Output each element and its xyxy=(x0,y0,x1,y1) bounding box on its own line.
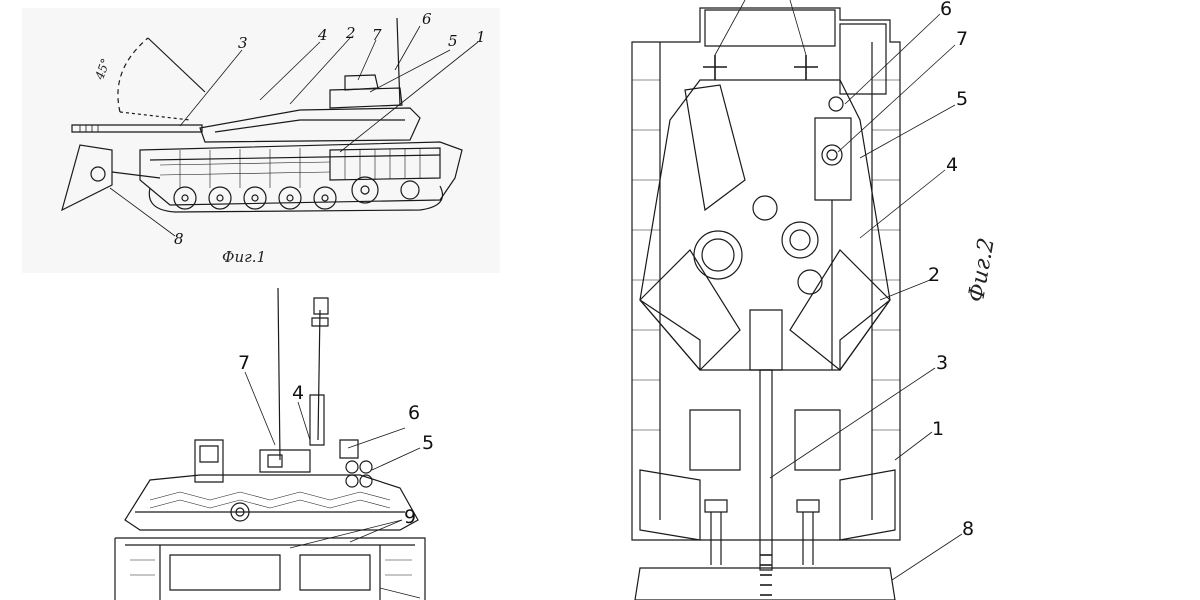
fig3-front-view xyxy=(115,288,425,600)
fig3-callout-7: 7 xyxy=(238,352,251,374)
fig2-callout-3: 3 xyxy=(936,352,949,374)
fig2-callout-5: 5 xyxy=(956,88,969,110)
fig3-callout-9: 9 xyxy=(404,506,417,528)
fig1-callout-8: 8 xyxy=(174,230,184,248)
fig2-top-view xyxy=(632,0,962,600)
fig1-callout-5: 5 xyxy=(448,32,458,50)
fig2-callout-1: 1 xyxy=(932,418,945,440)
fig2-callout-8: 8 xyxy=(962,518,975,540)
fig2-callout-6: 6 xyxy=(940,0,953,20)
fig1-side-view xyxy=(22,8,500,273)
fig3-callout-5: 5 xyxy=(422,432,435,454)
fig2-callout-7: 7 xyxy=(956,28,969,50)
fig2-callout-4: 4 xyxy=(946,154,959,176)
fig1-callout-4: 4 xyxy=(318,26,328,44)
fig1-caption: Фиг.1 xyxy=(222,248,267,266)
fig1-callout-7: 7 xyxy=(372,26,382,44)
fig1-callout-3: 3 xyxy=(238,34,248,52)
fig3-callout-4: 4 xyxy=(292,382,305,404)
fig1-callout-1: 1 xyxy=(476,28,486,46)
fig1-callout-2: 2 xyxy=(346,24,356,42)
fig3-callout-6: 6 xyxy=(408,402,421,424)
fig1-callout-6: 6 xyxy=(422,10,432,28)
fig2-callout-2: 2 xyxy=(928,264,941,286)
